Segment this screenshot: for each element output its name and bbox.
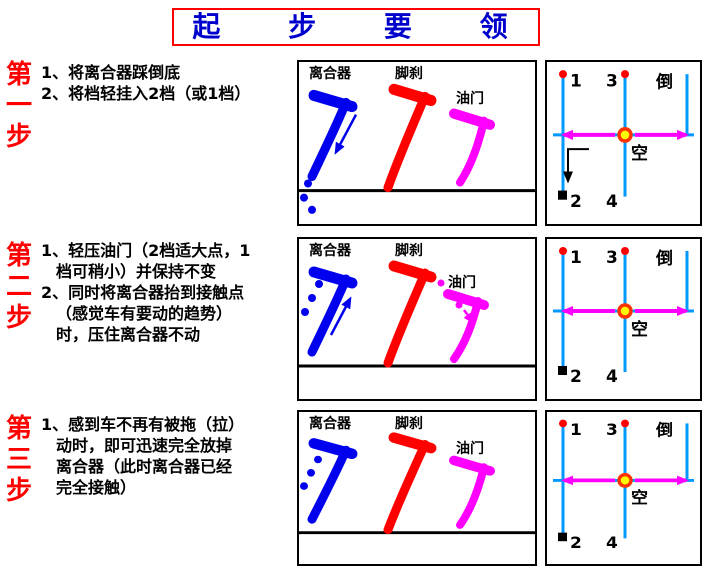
shift-to-2-arrow xyxy=(563,148,589,184)
gear-3-label: 3 xyxy=(606,248,618,268)
instruction-line: 离合器（此时离合器已经 xyxy=(56,457,233,476)
instruction-line: 1、将离合器踩倒底 xyxy=(41,63,181,82)
gear-4-label: 4 xyxy=(606,367,618,387)
brake-pedal-stroke xyxy=(383,268,430,368)
instruction-line: 2、同时将离合器抬到接触点 xyxy=(41,283,245,302)
reverse-label: 倒 xyxy=(655,249,673,269)
brake-label: 脚刹 xyxy=(395,66,423,82)
throttle-label: 油门 xyxy=(456,91,484,107)
instruction-line: 动时，即可迅速完全放掉 xyxy=(56,436,233,455)
clutch-trail-dot xyxy=(315,280,323,288)
throttle-pedal-stroke xyxy=(450,297,482,363)
pedal-diagram-step-2: 离合器 脚刹 油门 xyxy=(297,237,537,401)
brake-pedal-stroke xyxy=(383,91,430,193)
clutch-trail-dot xyxy=(321,442,329,450)
gear-1-label: 1 xyxy=(570,71,582,91)
instruction-line: （感觉车有要动的趋势） xyxy=(56,304,233,323)
step-2-instructions: 1、轻压油门（2档适大点，1 档可稍小）并保持不变 2、同时将离合器抬到接触点 … xyxy=(41,240,297,345)
throttle-pedal-stroke xyxy=(456,463,488,529)
neutral-label: 空 xyxy=(631,319,648,340)
clutch-floor-dot xyxy=(304,179,312,188)
gear-3-dot xyxy=(621,70,629,79)
gear-diagram-step-1: 1 3 倒 2 4 空 xyxy=(545,60,702,226)
neutral-label: 空 xyxy=(631,143,648,164)
gear-1-label: 1 xyxy=(570,420,582,439)
clutch-trail-dot xyxy=(314,455,322,464)
reverse-label: 倒 xyxy=(655,421,673,440)
page-title: 起 步 要 领 xyxy=(192,10,520,43)
step-2-label: 第二步 xyxy=(6,241,33,333)
neutral-knob xyxy=(617,127,633,143)
clutch-label: 离合器 xyxy=(309,416,351,432)
gear-4-label: 4 xyxy=(606,533,618,552)
clutch-label: 离合器 xyxy=(309,243,351,259)
throttle-press-dot xyxy=(437,279,445,287)
step-1-label: 第一步 xyxy=(6,60,33,152)
throttle-label: 油门 xyxy=(456,441,484,457)
instruction-line: 1、感到车不再有被拖（拉） xyxy=(41,415,245,434)
gear-1-label: 1 xyxy=(570,248,582,268)
gear-3-dot xyxy=(621,419,629,428)
gear-pattern: 1 3 倒 2 4 空 xyxy=(553,70,694,212)
clutch-floor-dot xyxy=(300,193,308,202)
gear-2-label: 2 xyxy=(570,192,582,212)
throttle-press-arrow xyxy=(463,309,475,325)
instruction-line: 2、将档轻挂入2档（或1档） xyxy=(41,84,251,103)
gear-2-marker xyxy=(558,366,567,375)
clutch-raise-arrow xyxy=(329,296,352,336)
brake-pedal-stroke xyxy=(383,440,430,535)
step-2-section: 第二步 1、轻压油门（2档适大点，1 档可稍小）并保持不变 2、同时将离合器抬到… xyxy=(0,236,706,404)
instruction-line: 完全接触） xyxy=(56,478,137,497)
throttle-pedal-stroke xyxy=(456,116,488,187)
brake-label: 脚刹 xyxy=(395,243,423,259)
pedal-strokes xyxy=(299,260,535,368)
throttle-press-dot xyxy=(455,301,463,309)
step-3-label: 第三步 xyxy=(6,414,33,506)
clutch-press-arrow xyxy=(334,114,358,155)
gear-2-label: 2 xyxy=(570,533,582,552)
step-1-instructions: 1、将离合器踩倒底 2、将档轻挂入2档（或1档） xyxy=(41,62,297,104)
instruction-line: 档可稍小）并保持不变 xyxy=(56,262,217,281)
pedal-strokes xyxy=(299,432,535,535)
gear-3-dot xyxy=(621,247,629,255)
gear-2-label: 2 xyxy=(570,367,582,387)
instruction-line: 1、轻压油门（2档适大点，1 xyxy=(41,241,251,260)
clutch-pedal-stroke xyxy=(307,274,351,357)
gear-pattern: 1 3 倒 2 4 空 xyxy=(553,419,694,552)
throttle-press-dot xyxy=(446,290,454,298)
pedal-diagram-step-1: 离合器 脚刹 油门 xyxy=(297,60,537,226)
gear-2-marker xyxy=(558,190,567,200)
pedal-strokes xyxy=(299,83,535,214)
neutral-knob xyxy=(617,473,633,488)
clutch-pedal-stroke xyxy=(307,97,351,181)
clutch-trail-dot xyxy=(300,482,308,490)
clutch-trail-dot xyxy=(307,469,315,477)
gear-diagram-step-2: 1 3 倒 2 4 空 xyxy=(545,237,702,401)
pedal-diagram-step-3: 离合器 脚刹 油门 xyxy=(297,410,537,566)
gear-1-dot xyxy=(559,419,567,428)
brake-label: 脚刹 xyxy=(395,416,423,432)
clutch-trail-dot xyxy=(308,294,316,302)
neutral-label: 空 xyxy=(631,488,648,507)
step-3-section: 第三步 1、感到车不再有被拖（拉） 动时，即可迅速完全放掉 离合器（此时离合器已… xyxy=(0,410,706,568)
throttle-label: 油门 xyxy=(448,275,476,291)
clutch-pedal-stroke xyxy=(307,445,351,524)
gear-diagram-step-3: 1 3 倒 2 4 空 xyxy=(545,410,702,566)
clutch-floor-dot xyxy=(308,205,316,214)
gear-2-marker xyxy=(558,532,567,542)
clutch-trail-dot xyxy=(301,308,309,316)
gear-4-label: 4 xyxy=(606,192,618,212)
neutral-knob xyxy=(617,303,633,319)
title-banner: 起 步 要 领 xyxy=(172,8,540,46)
gear-1-dot xyxy=(559,70,567,79)
gear-3-label: 3 xyxy=(606,71,618,91)
gear-3-label: 3 xyxy=(606,420,618,439)
clutch-label: 离合器 xyxy=(309,66,351,82)
instruction-line: 时，压住离合器不动 xyxy=(56,325,201,344)
step-3-instructions: 1、感到车不再有被拖（拉） 动时，即可迅速完全放掉 离合器（此时离合器已经 完全… xyxy=(41,414,297,498)
gear-1-dot xyxy=(559,247,567,255)
step-1-section: 第一步 1、将离合器踩倒底 2、将档轻挂入2档（或1档） 离合器 脚刹 油门 xyxy=(0,58,706,230)
gear-pattern: 1 3 倒 2 4 空 xyxy=(553,247,694,387)
reverse-label: 倒 xyxy=(655,72,673,92)
